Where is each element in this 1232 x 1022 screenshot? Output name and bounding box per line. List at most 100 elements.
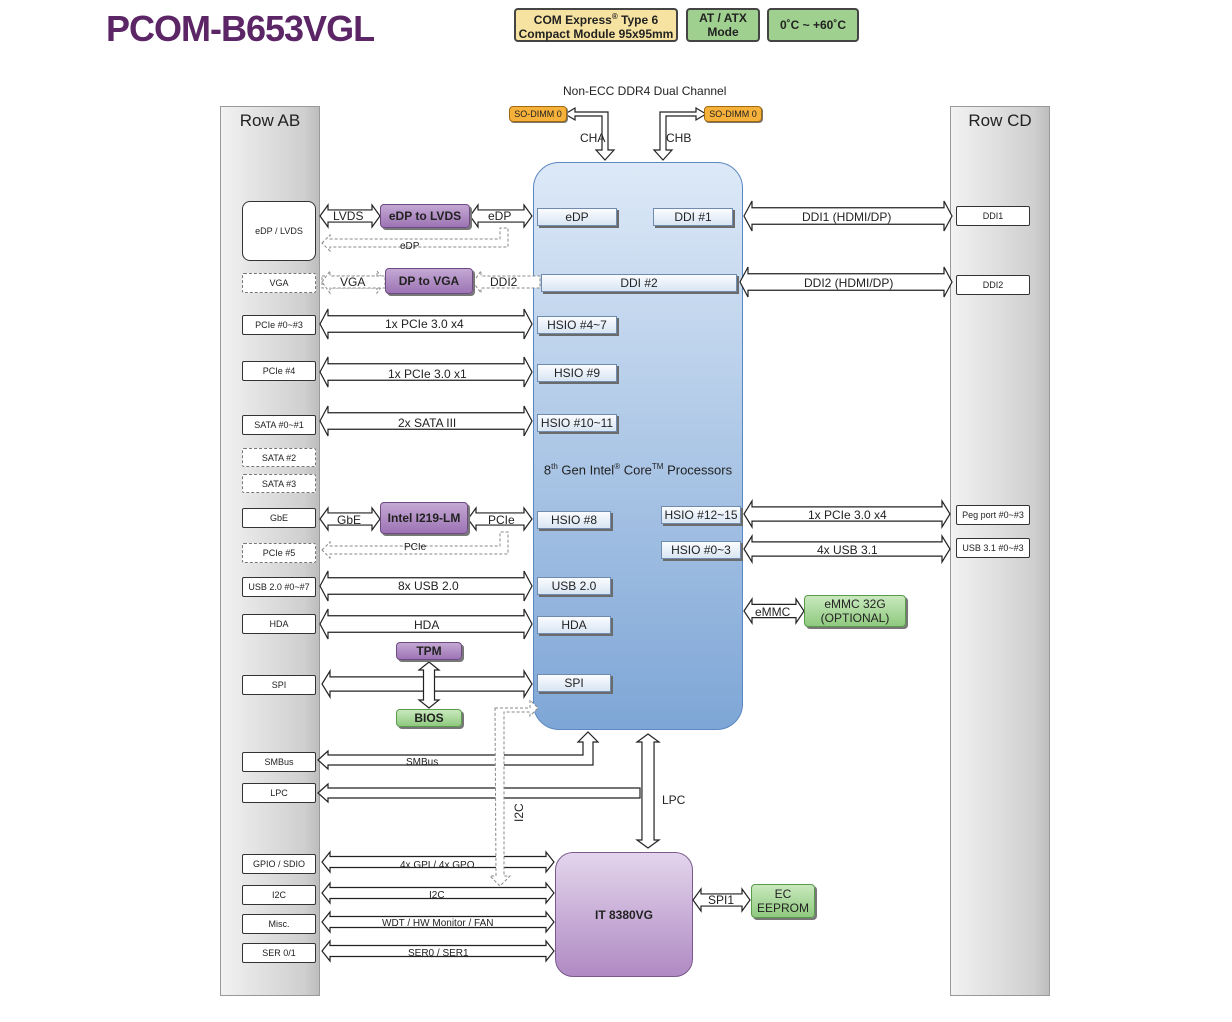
- module-badge-line2: Compact Module 95x95mm: [518, 26, 674, 41]
- label-vga: VGA: [340, 275, 366, 289]
- arrow-ddi2-left: [472, 269, 541, 295]
- port-sata-2: SATA #2: [242, 448, 316, 467]
- arrow-edp-a: [469, 203, 533, 229]
- label-sata: 2x SATA III: [398, 416, 457, 430]
- port-sata-0-1: SATA #0~#1: [242, 415, 316, 435]
- port-usb20: USB 2.0 #0~#7: [242, 577, 316, 597]
- label-spi1: SPI1: [708, 893, 735, 907]
- label-edp-b: eDP: [400, 241, 420, 252]
- arrow-pcie-gbe: [467, 506, 533, 532]
- label-lvds: LVDS: [333, 209, 364, 223]
- label-ddi2-right: DDI2 (HDMI/DP): [804, 276, 894, 290]
- pin-hda: HDA: [537, 616, 611, 634]
- arrow-spi1: [692, 887, 751, 913]
- label-i2c: I2C: [429, 890, 445, 901]
- arrow-usb31: [743, 533, 951, 565]
- cpu-label: 8th Gen Intel® CoreTM Processors: [533, 462, 743, 477]
- port-ddi1: DDI1: [956, 206, 1030, 226]
- chip-tpm: TPM: [396, 642, 462, 660]
- chip-emmc: eMMC 32G (OPTIONAL): [804, 595, 906, 627]
- label-peg-right: 1x PCIe 3.0 x4: [808, 508, 887, 522]
- pin-spi: SPI: [537, 674, 611, 692]
- arrow-pcie5: [321, 531, 509, 560]
- label-usb31-right: 4x USB 3.1: [817, 543, 878, 557]
- port-gpio-sdio: GPIO / SDIO: [242, 854, 316, 874]
- channel-a-label: CHA: [580, 131, 606, 145]
- label-wdt: WDT / HW Monitor / FAN: [382, 918, 494, 929]
- cpu-tm: TM: [651, 462, 664, 471]
- port-vga: VGA: [242, 273, 316, 293]
- ec-chip: IT 8380VG: [555, 852, 693, 977]
- port-ddi2: DDI2: [956, 275, 1030, 295]
- label-ser: SER0 / SER1: [408, 948, 469, 959]
- arrow-i2c-vertical: [488, 698, 539, 887]
- chip-intel-i219: Intel I219-LM: [380, 502, 468, 534]
- arrow-smbus: [317, 731, 600, 771]
- label-emmc: eMMC: [755, 605, 791, 619]
- chip-ec-eeprom: EC EEPROM: [751, 884, 815, 918]
- port-usb31: USB 3.1 #0~#3: [956, 538, 1030, 558]
- pin-ddi1: DDI #1: [653, 208, 733, 226]
- channel-b-label: CHB: [666, 131, 692, 145]
- arrow-tpm-bios: [417, 661, 441, 709]
- port-sata-3: SATA #3: [242, 474, 316, 493]
- so-dimm-a: SO-DIMM 0: [509, 106, 567, 122]
- port-lpc: LPC: [242, 783, 316, 803]
- label-usb: 8x USB 2.0: [398, 579, 459, 593]
- pin-edp: eDP: [537, 208, 617, 226]
- arrow-lpc: [317, 782, 641, 804]
- row-ab-label: Row AB: [239, 111, 301, 130]
- port-pcie-4: PCIe #4: [242, 361, 316, 381]
- pin-hsio-0-3: HSIO #0~3: [661, 541, 741, 559]
- port-peg: Peg port #0~#3: [956, 505, 1030, 525]
- label-i2c-vertical: I2C: [512, 803, 526, 822]
- ec-eeprom-line2: EEPROM: [756, 901, 809, 915]
- ec-eeprom-line1: EC: [774, 887, 792, 901]
- chip-edp-to-lvds: eDP to LVDS: [380, 204, 470, 228]
- cpu-gen: 8: [543, 462, 552, 478]
- emmc-line1: eMMC 32G: [824, 597, 886, 611]
- cpu-reg: ®: [614, 462, 621, 471]
- module-badge-line1: COM Express: [533, 12, 612, 27]
- port-pcie-5: PCIe #5: [242, 543, 316, 563]
- power-badge-line1: AT / ATX: [699, 11, 747, 25]
- label-ddi2: DDI2: [490, 275, 518, 289]
- module-badge-type: Type 6: [617, 12, 659, 27]
- cpu-processors: Processors: [663, 462, 733, 478]
- arrow-ser: [321, 939, 555, 963]
- port-ser: SER 0/1: [242, 943, 316, 963]
- label-pcie-x1: 1x PCIe 3.0 x1: [388, 367, 467, 381]
- pin-usb20: USB 2.0: [537, 577, 611, 595]
- so-dimm-b: SO-DIMM 0: [704, 106, 762, 122]
- port-misc: Misc.: [242, 914, 316, 934]
- arrow-ddi1: [743, 200, 953, 232]
- label-gbe: GbE: [337, 513, 362, 527]
- arrow-pcie-x1: [319, 356, 533, 388]
- port-gbe: GbE: [242, 508, 316, 528]
- port-smbus: SMBus: [242, 752, 316, 772]
- arrow-hda: [319, 608, 533, 640]
- arrow-peg: [743, 498, 951, 530]
- port-i2c: I2C: [242, 885, 316, 905]
- cpu-block: [533, 162, 743, 730]
- arrow-vga-head: [321, 269, 386, 295]
- pin-ddi2: DDI #2: [541, 274, 737, 292]
- row-cd-label: Row CD: [968, 111, 1032, 130]
- cpu-core: Core: [620, 462, 652, 478]
- label-ddi1-right: DDI1 (HDMI/DP): [802, 210, 892, 224]
- power-badge-line2: Mode: [707, 25, 739, 39]
- label-pcie-gbe: PCIe: [488, 513, 515, 527]
- label-smbus: SMBus: [406, 757, 439, 768]
- temperature-badge: 0˚C ~ +60˚C: [767, 8, 859, 42]
- arrow-ddi2: [739, 266, 953, 298]
- arrow-wdt: [321, 910, 555, 934]
- cpu-brand: Gen Intel: [557, 462, 615, 478]
- port-pcie-0-3: PCIe #0~#3: [242, 315, 316, 335]
- registered-mark: ®: [611, 11, 618, 21]
- port-spi: SPI: [242, 675, 316, 695]
- label-hda: HDA: [414, 618, 440, 632]
- page-title: PCOM-B653VGL: [106, 8, 375, 49]
- arrow-sata: [319, 405, 533, 437]
